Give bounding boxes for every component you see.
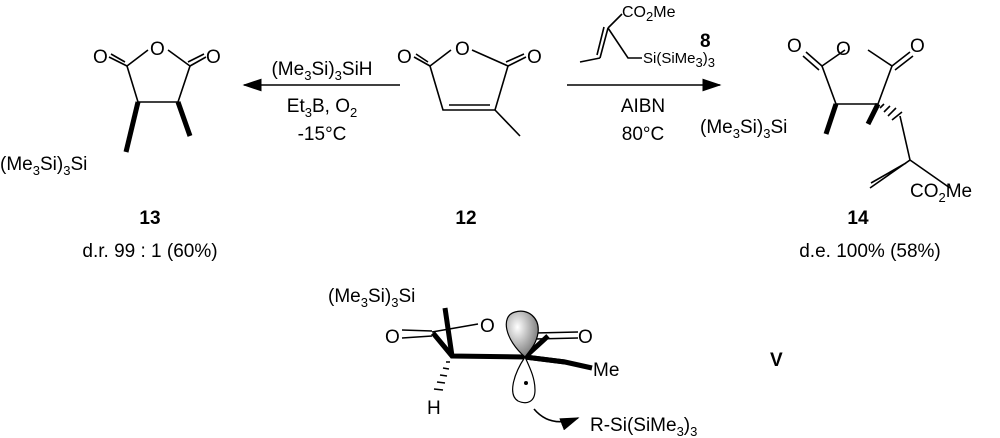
carbonyl-oxygen: O [787, 36, 802, 57]
carbonyl-oxygen: O [397, 47, 412, 68]
p-orbital-upper-lobe [505, 310, 539, 358]
hydrogen-label: H [427, 398, 441, 419]
silyl-radical-leaving: R-Si(SiMe3)3 [590, 415, 697, 438]
compound-14-number: 14 [847, 208, 869, 229]
ring-oxygen: O [150, 39, 165, 60]
ring-oxygen: O [836, 39, 851, 60]
ring-oxygen: O [480, 316, 495, 337]
ring-oxygen: O [455, 39, 470, 60]
reagent-8-structure [579, 13, 642, 63]
compound-12-number: 12 [455, 208, 476, 229]
carbonyl-oxygen: O [578, 327, 593, 348]
carbonyl-oxygen: O [910, 36, 925, 57]
conditions-temperature: 80°C [622, 124, 664, 145]
curved-arrow [533, 408, 580, 431]
p-orbital-lower-lobe [512, 355, 536, 404]
carbonyl-oxygen: O [527, 47, 542, 68]
radical-dot [524, 381, 528, 385]
reagent-hydrosilane: (Me3Si)3SiH [271, 59, 372, 83]
ester-group: CO2Me [910, 181, 972, 205]
reagent-8-number: 8 [700, 31, 711, 52]
intermediate-V-label: V [770, 350, 783, 371]
silyl-substituent: (Me3Si)3Si [0, 154, 87, 178]
silyl-substituent: (Me3Si)3Si [328, 286, 415, 310]
compound-13-result: d.r. 99 : 1 (60%) [82, 241, 217, 262]
compound-12-structure: O O O [397, 39, 542, 137]
hashed-bond [433, 361, 450, 391]
reagent-8-silyl: Si(SiMe3)3 [643, 50, 715, 70]
compound-13-structure: O O O (Me3Si)3Si [0, 39, 221, 178]
compound-13-number: 13 [139, 208, 160, 229]
conditions-initiator: Et3B, O2 [287, 96, 357, 120]
intermediate-V-structure: (Me3Si)3Si O O O H Me R-Si(SiMe3)3 [328, 286, 697, 438]
carbonyl-oxygen: O [206, 47, 221, 68]
compound-14-structure: O O O (Me3Si)3Si CO2Me [700, 36, 972, 205]
silyl-substituent: (Me3Si)3Si [700, 117, 787, 141]
conditions-initiator: AIBN [621, 96, 665, 117]
methyl-label: Me [593, 360, 619, 381]
reagent-8-ester: CO2Me [622, 4, 676, 24]
carbonyl-oxygen: O [93, 47, 108, 68]
carbonyl-oxygen: O [385, 327, 400, 348]
conditions-temperature: -15°C [298, 124, 347, 145]
compound-14-result: d.e. 100% (58%) [799, 241, 941, 262]
